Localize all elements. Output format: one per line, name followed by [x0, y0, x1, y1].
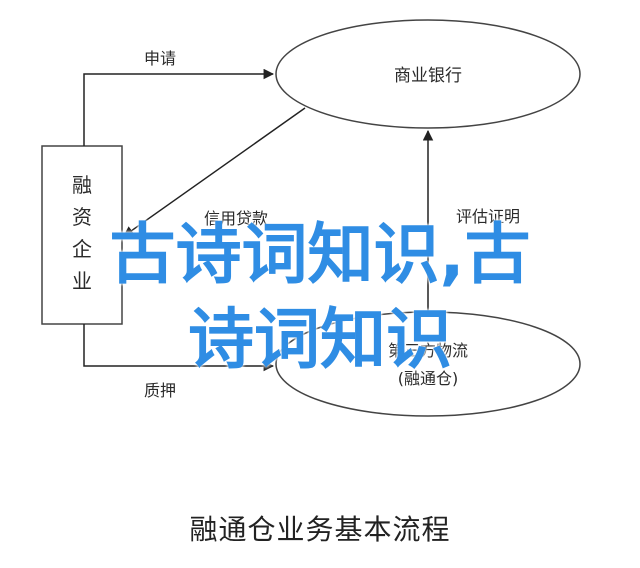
enterprise-node	[41, 145, 123, 325]
watermark-text-line1: 古诗词知识,古	[109, 216, 531, 293]
pledge-arrow	[83, 324, 275, 372]
bank-node	[275, 19, 581, 129]
credit-loan-label: 信用贷款	[204, 209, 268, 228]
diagram-caption: 融通仓业务基本流程	[189, 513, 451, 546]
enterprise-char-3: 企	[72, 237, 92, 261]
enterprise-char-4: 业	[72, 269, 92, 293]
evaluate-prove-label: 评估证明	[456, 207, 520, 226]
bank-label: 商业银行	[394, 66, 462, 86]
enterprise-char-1: 融	[72, 173, 92, 197]
pledge-label: 质押	[144, 381, 176, 400]
apply-label: 申请	[144, 49, 176, 68]
credit-loan-arrow	[123, 107, 306, 237]
enterprise-char-2: 资	[72, 205, 92, 229]
apply-arrow	[83, 68, 275, 146]
logistics-label-line1: 第三方物流	[388, 341, 468, 360]
watermark-text-line2: 诗词知识	[188, 301, 452, 378]
logistics-label-line2: (融通仓)	[398, 369, 459, 388]
